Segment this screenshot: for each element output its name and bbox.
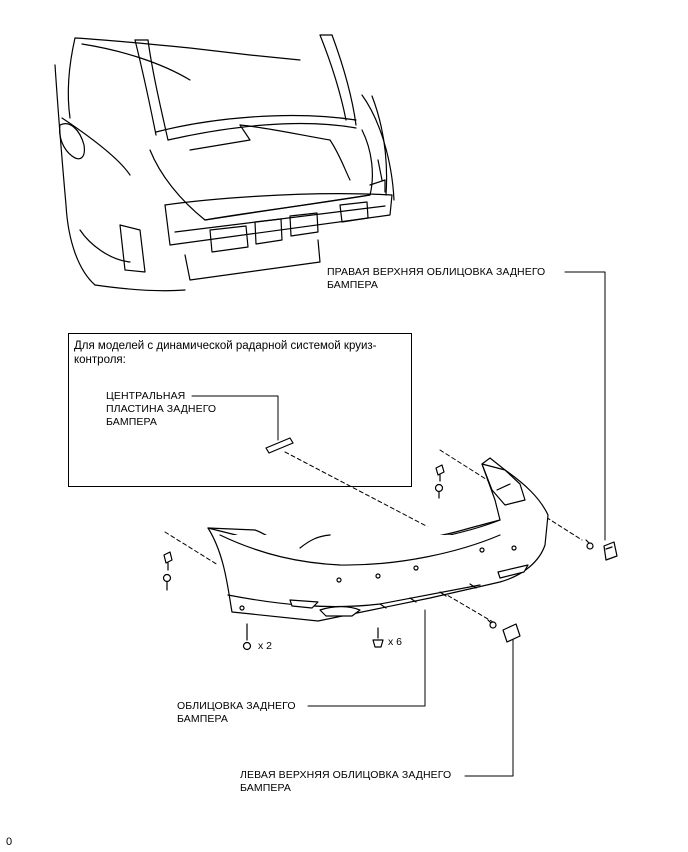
radar-cruise-inset-box [68,333,412,487]
right-upper-cover-part [603,541,618,561]
vehicle-rear-body [54,34,395,292]
screw-quantity: x 2 [258,640,273,652]
label-right-upper-cover: ПРАВАЯ ВЕРХНЯЯ ОБЛИЦОВКА ЗАДНЕГО БАМПЕРА [327,266,546,291]
label-center-plate: ЦЕНТРАЛЬНАЯ ПЛАСТИНА ЗАДНЕГО БАМПЕРА [106,390,217,428]
clip-quantity: x 6 [388,636,403,648]
center-plate-part [265,437,294,454]
label-bumper-cover: ОБЛИЦОВКА ЗАДНЕГО БАМПЕРА [177,700,296,725]
left-upper-cover-part [502,623,521,643]
inset-title: Для моделей с динамической радарной сист… [74,340,377,366]
fasteners [162,464,594,651]
figure-id: 0 [6,836,13,848]
label-left-upper-cover: ЛЕВАЯ ВЕРХНЯЯ ОБЛИЦОВКА ЗАДНЕГО БАМПЕРА [240,769,452,794]
leader-lines [191,271,606,777]
rear-bumper-cover [207,457,549,622]
